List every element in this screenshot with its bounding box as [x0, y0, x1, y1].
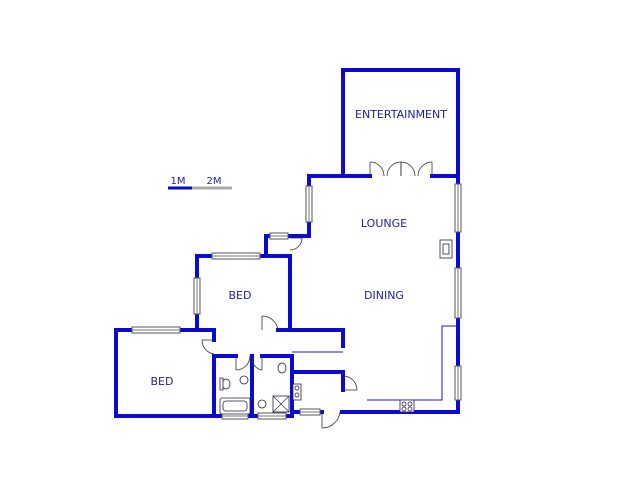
room-label-entertainment: ENTERTAINMENT — [355, 108, 447, 121]
walls — [114, 68, 460, 418]
room-label-bed-1: BED — [229, 289, 252, 302]
scale-label-2m: 2M — [207, 176, 222, 187]
sink-icon — [292, 383, 302, 401]
window-east-1 — [454, 183, 462, 233]
window-lounge-west — [305, 185, 313, 223]
bath-door — [235, 355, 251, 371]
bathtub-icon — [219, 397, 251, 415]
bath-north-wall-b — [260, 354, 294, 418]
thin-lines — [292, 78, 458, 401]
toilet-2-icon — [277, 362, 287, 374]
french-doors — [369, 161, 433, 177]
shower-icon — [272, 395, 290, 413]
toilet-icon — [219, 377, 231, 391]
kitchen-door — [342, 375, 358, 391]
entertainment-outer-wall — [341, 68, 460, 414]
basin-icon — [239, 375, 249, 385]
windows — [131, 183, 462, 420]
bed2-door — [201, 339, 215, 355]
window-bed1-north — [211, 252, 261, 260]
fireplace-icon — [439, 239, 453, 259]
stove-icon — [399, 399, 415, 413]
scale-label-1m: 1M — [171, 176, 186, 187]
lounge-west-wall — [307, 174, 345, 238]
window-east-3 — [454, 365, 462, 401]
window-bed1-west — [193, 277, 201, 315]
room-label-dining: DINING — [364, 289, 404, 302]
toilet-door — [251, 356, 263, 371]
room-label-bed-2: BED — [151, 375, 174, 388]
window-south — [299, 408, 321, 416]
scale-bar: 1M 2M — [168, 176, 232, 190]
kitchen-counter-line — [367, 325, 458, 401]
window-passage — [269, 232, 289, 240]
basin-2-icon — [257, 399, 267, 409]
room-labels: ENTERTAINMENT LOUNGE DINING BED BED — [151, 108, 448, 388]
bed1-door — [261, 315, 279, 331]
window-bed2-north — [131, 326, 181, 334]
passage-door — [289, 237, 303, 251]
room-label-lounge: LOUNGE — [361, 217, 407, 230]
doors — [201, 161, 433, 429]
passage-wall — [264, 234, 311, 330]
bed2-walls — [114, 328, 220, 418]
south-door — [321, 411, 341, 429]
window-bath-2 — [257, 412, 287, 420]
kitchen-nook-wall — [290, 370, 345, 392]
fixtures — [219, 239, 453, 415]
window-east-2 — [454, 267, 462, 319]
